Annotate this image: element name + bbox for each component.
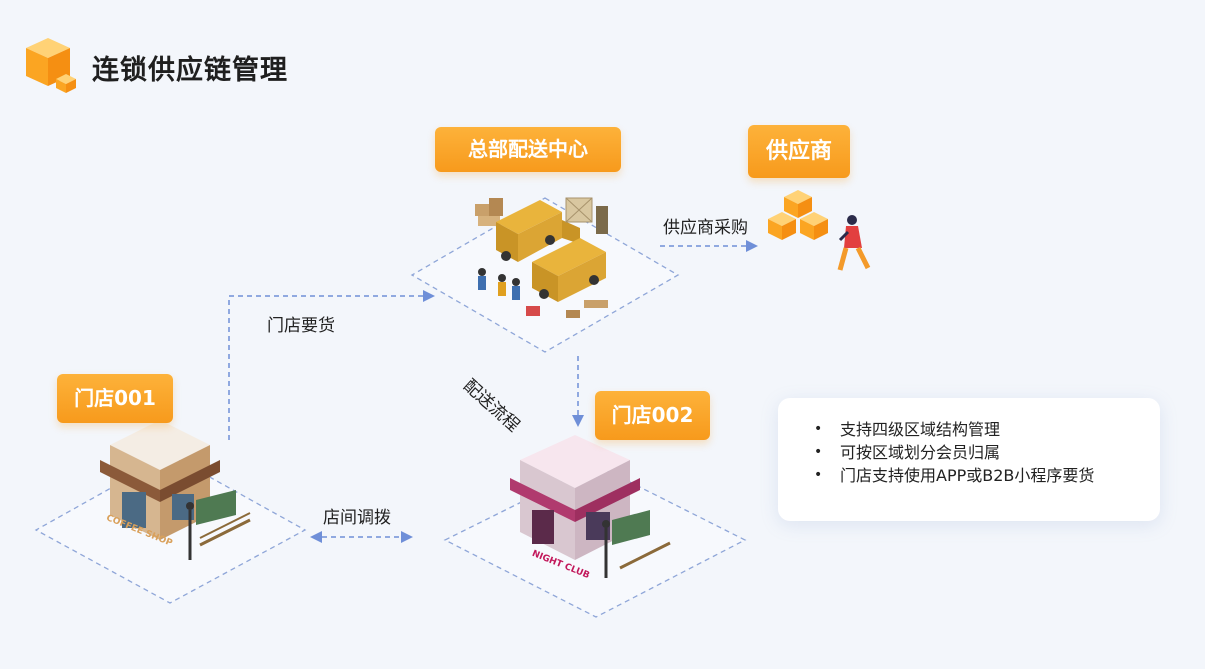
features-card: 支持四级区域结构管理 可按区域划分会员归属 门店支持使用APP或B2B小程序要货 (778, 398, 1160, 521)
feature-item: 门店支持使用APP或B2B小程序要货 (814, 464, 1160, 487)
supplier-person-icon (837, 215, 871, 271)
store2-badge: 门店002 (595, 391, 710, 440)
features-list: 支持四级区域结构管理 可按区域划分会员归属 门店支持使用APP或B2B小程序要货 (778, 398, 1160, 487)
feature-item: 支持四级区域结构管理 (814, 418, 1160, 441)
supplier-purchase-label: 供应商采购 (663, 218, 748, 238)
hq-badge: 总部配送中心 (435, 127, 621, 172)
page-title: 连锁供应链管理 (92, 55, 288, 86)
store-transfer-label: 店间调拨 (323, 508, 391, 528)
coffee-shop-illustration (100, 420, 251, 560)
night-club-illustration (510, 435, 671, 578)
store-request-label: 门店要货 (267, 316, 335, 336)
cube-logo-icon (26, 38, 76, 93)
supplier-badge: 供应商 (748, 125, 850, 178)
distribution-center-illustration (475, 197, 608, 318)
supplier-boxes-illustration (768, 190, 828, 240)
store1-badge: 门店001 (57, 374, 173, 423)
store-request-line (228, 290, 435, 440)
feature-item: 可按区域划分会员归属 (814, 441, 1160, 464)
